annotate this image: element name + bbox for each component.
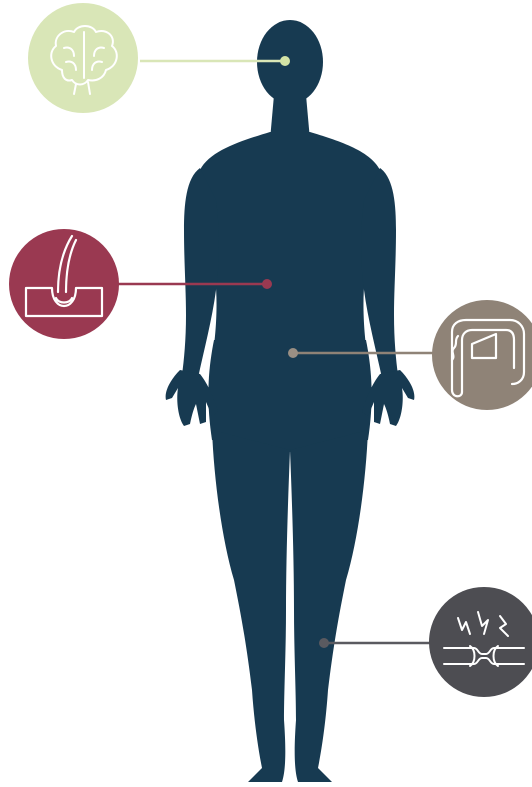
joint-callout-circle: [429, 587, 532, 697]
skin-anchor-dot: [262, 279, 272, 289]
brain-anchor-dot: [280, 56, 290, 66]
skin-callout-circle: [9, 229, 119, 339]
silhouette-left-leg: [212, 430, 290, 782]
gut-callout: [432, 300, 532, 410]
skin-callout: [9, 229, 119, 339]
silhouette-right-leg: [290, 430, 368, 782]
gut-callout-circle: [432, 300, 532, 410]
silhouette-torso: [196, 132, 384, 352]
joint-callout: [429, 587, 532, 697]
gut-anchor-dot: [288, 348, 298, 358]
human-silhouette: [166, 20, 415, 782]
brain-callout: [28, 3, 138, 113]
joint-anchor-dot: [319, 638, 329, 648]
